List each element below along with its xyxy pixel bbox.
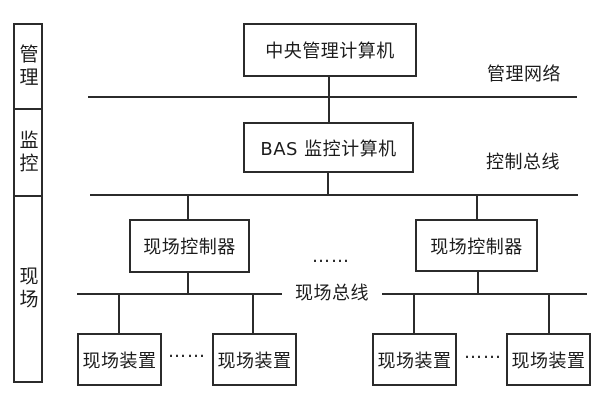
connector-mgmt-line-to-bas — [328, 98, 330, 122]
node-bas-monitoring-computer: BAS 监控计算机 — [243, 122, 414, 173]
ellipsis-devices-right: …… — [464, 342, 502, 363]
layer-box-monitoring: 监控 — [13, 108, 43, 197]
control-bus-line — [90, 194, 578, 196]
node-field-controller-left: 现场控制器 — [129, 219, 250, 273]
layer-box-field: 现场 — [13, 195, 43, 383]
connector-field-bus-to-device-3 — [413, 295, 415, 333]
field-bus-line-left — [77, 293, 285, 295]
connector-bas-to-control-line — [327, 173, 329, 194]
management-network-line — [88, 96, 577, 98]
connector-field-bus-to-device-1 — [118, 295, 120, 333]
connector-field-bus-to-device-2 — [252, 295, 254, 333]
node-field-device-3: 现场装置 — [372, 333, 457, 386]
node-central-management-computer: 中央管理计算机 — [243, 23, 417, 77]
node-field-controller-right: 现场控制器 — [415, 219, 538, 272]
connector-controller-right-to-field-bus — [477, 272, 479, 293]
connector-control-line-to-controller-right — [476, 196, 478, 219]
label-control-bus: 控制总线 — [486, 152, 560, 173]
node-field-device-2: 现场装置 — [212, 333, 297, 386]
label-field-bus: 现场总线 — [282, 283, 382, 305]
layer-box-management: 管理 — [13, 23, 43, 110]
label-management-network: 管理网络 — [487, 64, 561, 85]
node-field-device-1: 现场装置 — [77, 333, 162, 386]
connector-field-bus-to-device-4 — [548, 295, 550, 333]
field-bus-line-right — [380, 293, 587, 295]
ellipsis-controllers: …… — [312, 246, 350, 267]
node-field-device-4: 现场装置 — [506, 333, 591, 386]
connector-controller-left-to-field-bus — [187, 273, 189, 293]
connector-control-line-to-controller-left — [187, 196, 189, 219]
connector-central-to-mgmt-line — [328, 77, 330, 96]
ellipsis-devices-left: …… — [168, 341, 206, 362]
